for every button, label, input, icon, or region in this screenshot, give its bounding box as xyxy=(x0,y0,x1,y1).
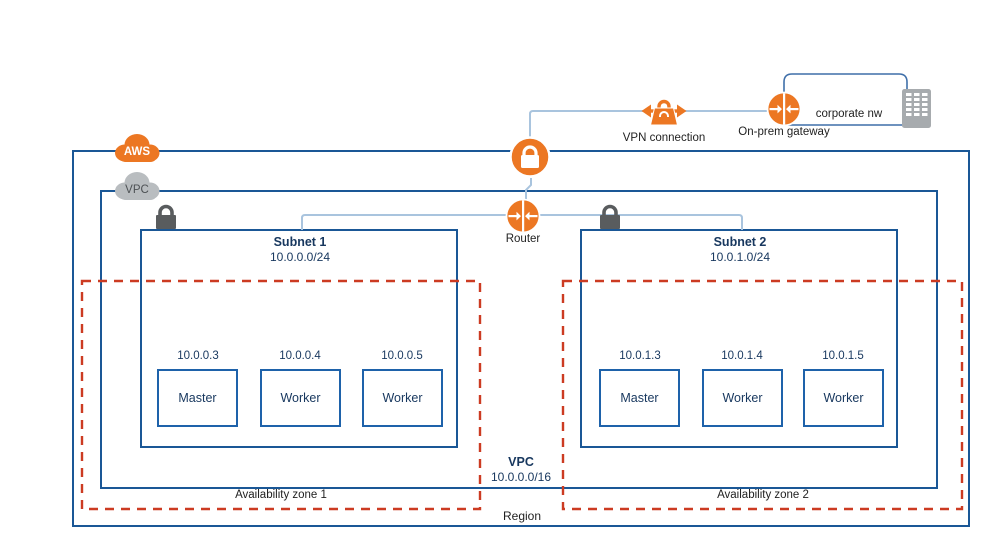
line-vpngw-to-vpnconnection xyxy=(529,110,767,139)
corporate-building-icon xyxy=(902,89,931,128)
subnet2-title: Subnet 2 xyxy=(713,235,767,249)
vpc-cidr-label: VPC 10.0.0.0/16 xyxy=(471,455,571,485)
node-role: Worker xyxy=(722,391,763,405)
node-box-worker: Worker xyxy=(362,369,443,427)
node-ip: 10.0.0.3 xyxy=(177,350,219,362)
availability-zone2-label: Availability zone 2 xyxy=(717,489,809,501)
router-icon xyxy=(505,198,541,234)
vpn-connection-label: VPN connection xyxy=(622,132,706,144)
vpc-cloud-label: VPC xyxy=(125,184,149,196)
subnet1-title: Subnet 1 xyxy=(273,235,327,249)
node-box-worker: Worker xyxy=(260,369,341,427)
node-box-master: Master xyxy=(599,369,680,427)
node-ip: 10.0.0.4 xyxy=(279,350,321,362)
node-box-master: Master xyxy=(157,369,238,427)
vpc-cloud-icon: VPC xyxy=(115,172,160,200)
vpc-box xyxy=(100,190,938,489)
node-ip: 10.0.1.5 xyxy=(822,350,864,362)
node-ip: 10.0.0.5 xyxy=(381,350,423,362)
node-ip: 10.0.1.4 xyxy=(721,350,763,362)
node-role: Worker xyxy=(382,391,423,405)
corporate-network-label: corporate nw xyxy=(815,108,883,120)
subnet1-cidr: 10.0.0.0/24 xyxy=(269,250,331,264)
node-ip: 10.0.1.3 xyxy=(619,350,661,362)
availability-zone2-border xyxy=(561,279,964,511)
node-role: Master xyxy=(620,391,659,405)
vpn-connection-lock-icon xyxy=(641,99,687,126)
onprem-gateway-label: On-prem gateway xyxy=(738,126,830,138)
node-role: Worker xyxy=(823,391,864,405)
availability-zone1-label: Availability zone 1 xyxy=(235,489,327,501)
vpc-title: VPC xyxy=(508,455,534,469)
vpn-gateway-lock-icon xyxy=(509,136,551,178)
aws-cloud-icon: AWS xyxy=(115,134,160,162)
availability-zone1-border xyxy=(80,279,482,511)
subnet2-lock-icon xyxy=(600,204,620,229)
aws-cloud-label: AWS xyxy=(124,146,151,158)
subnet2-cidr: 10.0.1.0/24 xyxy=(709,250,771,264)
node-role: Worker xyxy=(280,391,321,405)
subnet1-lock-icon xyxy=(156,204,176,229)
node-box-worker: Worker xyxy=(702,369,783,427)
region-label: Region xyxy=(502,509,542,523)
line-vpngw-to-router xyxy=(525,178,532,202)
node-box-worker: Worker xyxy=(803,369,884,427)
vpc-cidr: 10.0.0.0/16 xyxy=(490,470,552,484)
node-role: Master xyxy=(178,391,217,405)
router-label: Router xyxy=(505,233,541,245)
line-gateway-to-building-curve xyxy=(783,73,908,96)
onprem-gateway-icon xyxy=(766,91,802,127)
